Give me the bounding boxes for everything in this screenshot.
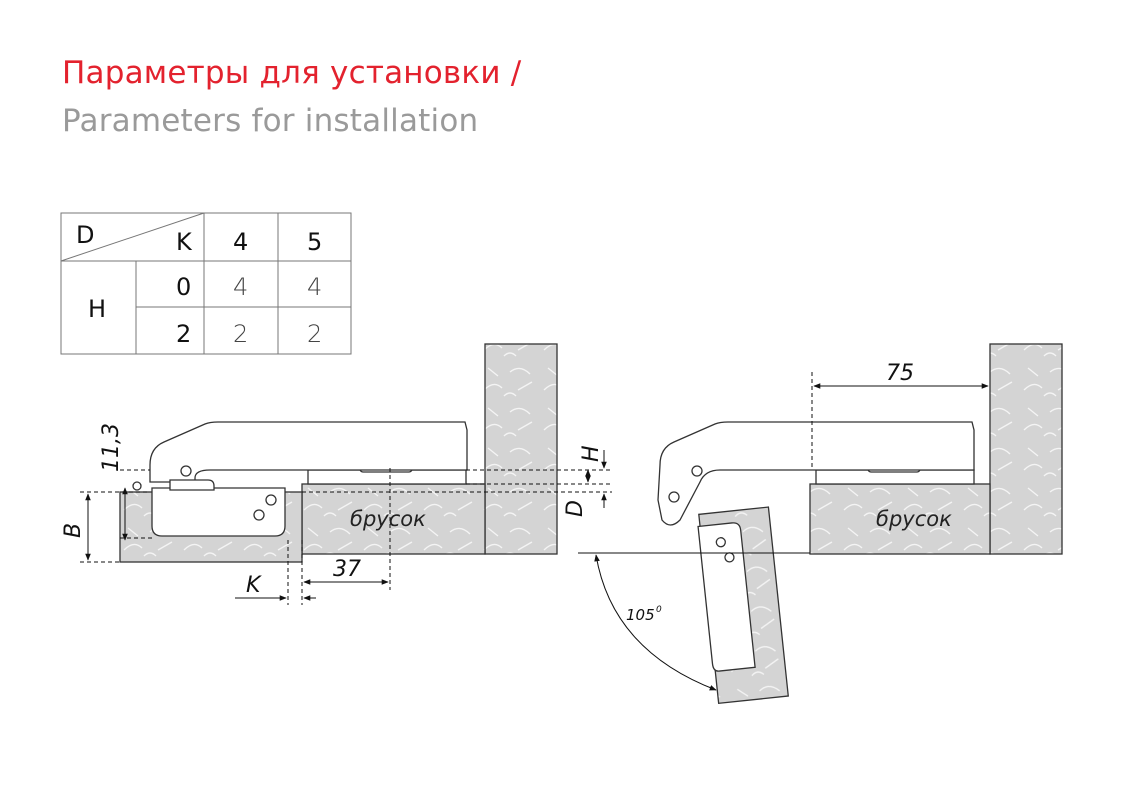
right-bar-label: брусок <box>876 507 952 531</box>
right-dimensions <box>578 372 989 691</box>
table-row-2-h: 2 <box>176 320 191 348</box>
table-row-1-value-1: 4 <box>233 273 248 301</box>
left-cabinet-wall <box>484 343 558 555</box>
right-view <box>657 343 1063 705</box>
table-col-header-1: 4 <box>233 228 248 256</box>
dim-11-3: 11,3 <box>99 423 124 472</box>
table-col-header-2: 5 <box>307 228 322 256</box>
dim-d: D <box>563 500 588 517</box>
parameter-table <box>60 212 352 355</box>
table-row-1-value-2: 4 <box>307 273 322 301</box>
dim-37: 37 <box>333 557 361 582</box>
table-k-label: K <box>176 228 193 256</box>
dim-h: H <box>579 445 604 462</box>
table-h-label: H <box>88 295 106 323</box>
left-view <box>119 343 558 563</box>
table-row-2-value-1: 2 <box>233 320 248 348</box>
table-d-label: D <box>76 221 94 249</box>
title-english: Parameters for installation <box>62 103 479 139</box>
table-row-2-value-2: 2 <box>307 320 322 348</box>
angle-unit: 0 <box>656 605 662 615</box>
left-hinge-cup <box>151 487 286 537</box>
left-wood-bar <box>301 483 486 555</box>
right-cabinet-wall <box>989 343 1063 555</box>
dim-75: 75 <box>886 361 914 386</box>
dim-k: K <box>246 573 262 598</box>
right-wood-bar <box>809 483 991 555</box>
left-hinge-arm <box>149 421 468 483</box>
left-bar-label: брусок <box>350 507 426 531</box>
angle-label: 105 <box>626 606 655 624</box>
left-dimensions <box>80 450 612 605</box>
title-russian: Параметры для установки / <box>62 55 522 91</box>
table-row-1-h: 0 <box>176 273 191 301</box>
right-hinge-arm <box>657 421 975 526</box>
dim-b: B <box>61 523 86 538</box>
